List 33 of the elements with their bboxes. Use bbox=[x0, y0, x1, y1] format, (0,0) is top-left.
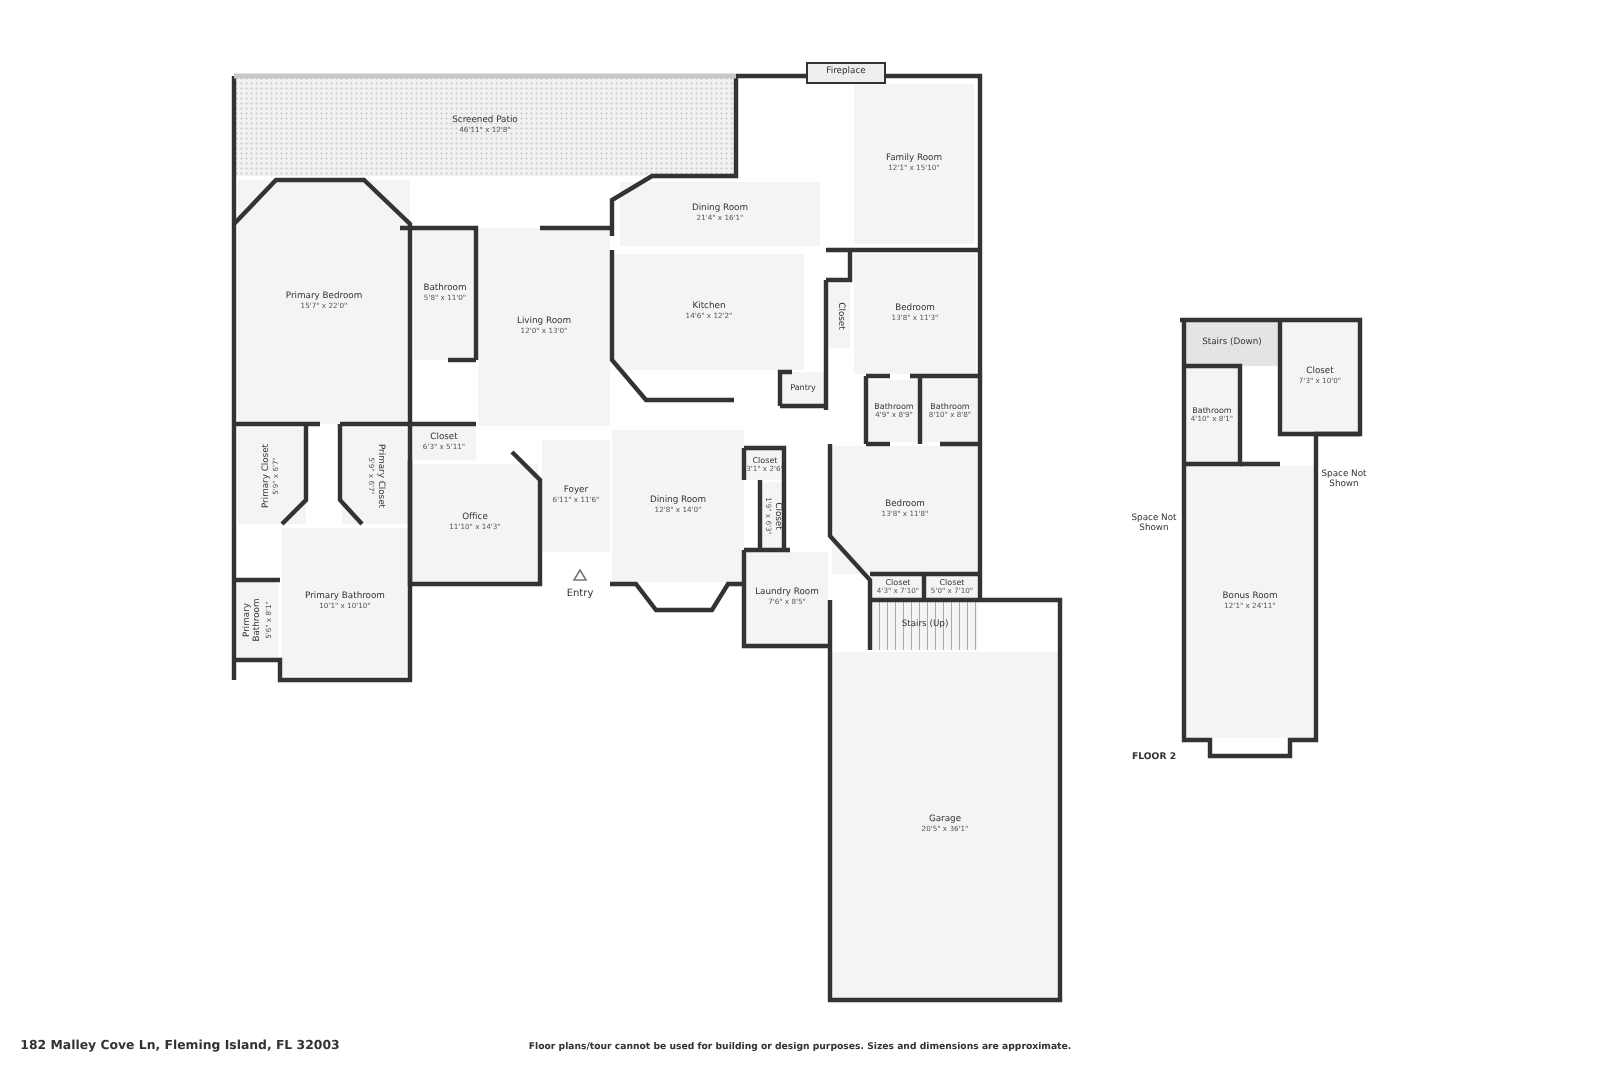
room bbox=[1186, 466, 1314, 738]
room bbox=[614, 254, 804, 370]
room bbox=[828, 284, 850, 348]
room bbox=[922, 380, 978, 442]
room bbox=[926, 576, 978, 598]
room bbox=[746, 450, 784, 480]
room bbox=[236, 582, 278, 658]
room bbox=[868, 380, 920, 442]
stairs bbox=[1184, 322, 1280, 366]
room bbox=[238, 180, 410, 424]
room bbox=[412, 464, 538, 582]
room bbox=[282, 528, 408, 676]
room bbox=[872, 576, 924, 598]
room bbox=[412, 426, 476, 460]
stairs bbox=[872, 602, 978, 650]
fireplace bbox=[806, 62, 886, 84]
screened-patio bbox=[234, 76, 736, 176]
room bbox=[414, 228, 476, 360]
room bbox=[762, 482, 782, 548]
room bbox=[620, 182, 820, 246]
room bbox=[854, 84, 974, 244]
room bbox=[238, 428, 306, 524]
room bbox=[1186, 368, 1238, 462]
room bbox=[478, 228, 610, 426]
room bbox=[746, 552, 828, 644]
room bbox=[854, 254, 976, 374]
room bbox=[342, 428, 408, 524]
room bbox=[542, 440, 610, 552]
room bbox=[612, 430, 744, 582]
room bbox=[832, 652, 1058, 998]
room bbox=[1282, 322, 1358, 432]
room bbox=[832, 446, 978, 574]
room bbox=[782, 372, 824, 404]
